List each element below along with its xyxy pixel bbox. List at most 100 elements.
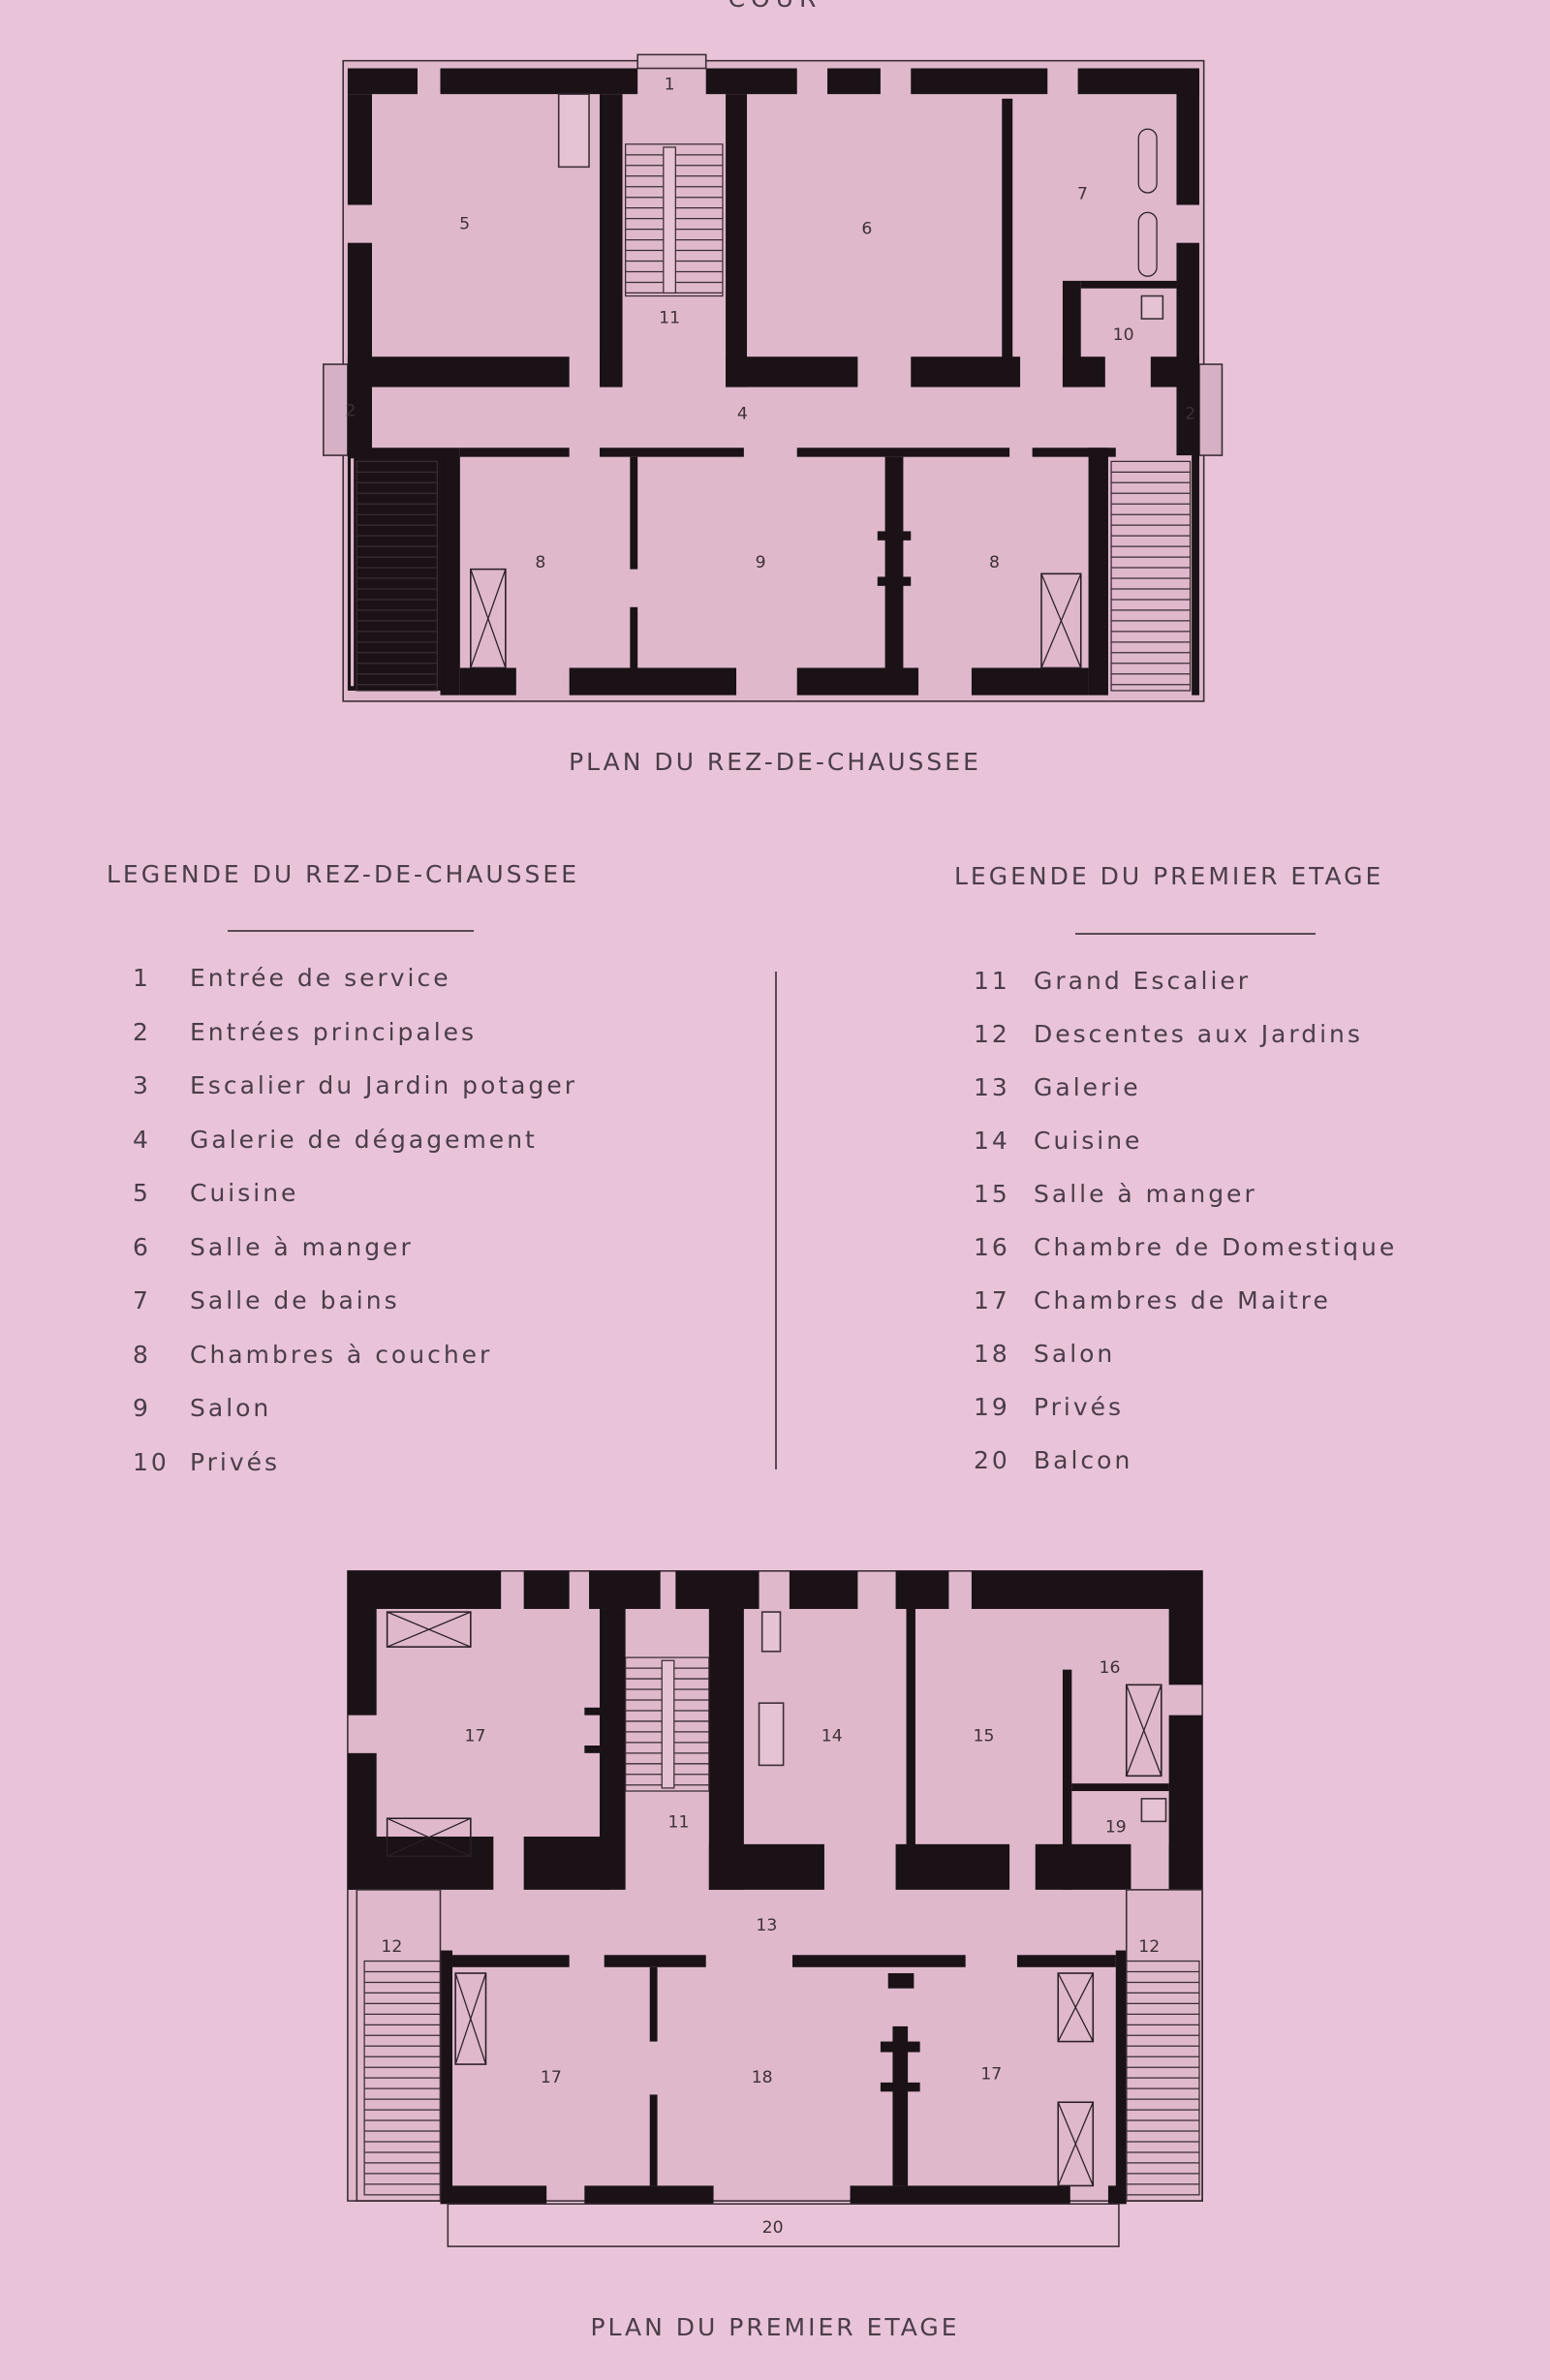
garden-stairs-left [356,460,438,692]
legend-label: Galerie de dégagement [190,1125,538,1154]
room-number: 6 [861,219,872,238]
entrance-right [1198,363,1224,456]
wall [459,448,570,457]
legend-number: 5 [133,1179,151,1207]
room-number: 2 [1185,404,1195,423]
wall [911,356,1021,387]
wall [1062,356,1105,387]
legend-label: Escalier du Jardin potager [190,1071,577,1099]
wall [675,1570,760,1609]
wall [440,448,460,695]
legend-number: 15 [974,1180,1010,1208]
room-number: 8 [535,553,545,572]
balcony [447,2203,1120,2247]
legend-label: Entrée de service [190,964,451,992]
legend-label: Salle à manger [1034,1180,1257,1208]
room-number: 12 [381,1937,402,1957]
legend-divider [775,972,777,1469]
wall [877,576,912,586]
wall [892,2025,909,2186]
legend-number: 8 [133,1340,151,1369]
legend-number: 17 [974,1286,1010,1314]
wall [1115,1950,1127,2205]
room-number: 17 [980,2065,1002,2085]
wall [584,1707,601,1715]
wall [630,606,638,676]
room-number: 20 [762,2218,784,2238]
room-number: 1 [665,75,675,94]
toilet [1140,1798,1167,1823]
wall [523,1837,610,1890]
ground-floor-caption: PLAN DU REZ-DE-CHAUSSEE [569,748,981,776]
legend-number: 1 [133,964,151,992]
wall [600,94,623,387]
wall [569,667,737,695]
wardrobe-box [1040,572,1082,669]
legend-first-title: LEGENDE DU PREMIER ETAGE [954,862,1384,890]
room-number: 10 [1113,325,1134,345]
room-number: 14 [822,1726,843,1746]
wall [796,667,919,695]
legend-label: Privés [1034,1393,1125,1421]
garden-stairs-right [1110,460,1192,692]
wall [884,456,904,676]
legend-label: Cuisine [190,1179,299,1207]
entrance-left [323,363,349,456]
wall [906,1608,915,1852]
room-number: 15 [973,1726,994,1746]
wardrobe-box [1057,1972,1095,2043]
wall [1192,448,1199,695]
legend-number: 3 [133,1071,151,1099]
wall [347,1570,502,1609]
wall [1176,68,1199,205]
legend-ground-title: LEGENDE DU REZ-DE-CHAUSSEE [107,860,580,888]
room-number: 2 [346,401,356,420]
stair-well [661,1659,675,1789]
wall [1002,98,1013,365]
wall [452,1955,570,1967]
sink [760,1611,782,1653]
wall [792,1955,966,1967]
wall [708,1843,824,1890]
legend-label: Grand Escalier [1034,967,1252,995]
wall [726,356,858,387]
wall [347,1837,494,1890]
legend-number: 13 [974,1073,1010,1101]
wardrobe-box [454,1972,487,2065]
wall [1168,1843,1203,1890]
wall [708,1608,744,1890]
legend-label: Salon [190,1394,272,1422]
wall [347,68,418,95]
wall [971,1570,1203,1609]
wall [440,68,638,95]
legend-ground-rule [228,930,474,932]
room-number: 7 [1077,184,1088,203]
wardrobe-cross [387,1611,472,1648]
main-staircase [625,143,724,297]
first-floor-plan [347,1570,1203,2247]
wall [1088,448,1108,695]
legend-number: 7 [133,1286,151,1314]
wall [1168,1570,1203,1685]
wall [796,448,1010,457]
first-floor-caption: PLAN DU PREMIER ETAGE [590,2313,960,2341]
stair-well [663,146,676,294]
wall [347,242,372,456]
wall [880,2082,920,2092]
wall [600,448,744,457]
legend-label: Galerie [1034,1073,1141,1101]
wall [850,2185,1070,2205]
wall [347,356,570,387]
legend-number: 6 [133,1232,151,1261]
legend-first-rule [1075,933,1316,935]
wall [649,2094,658,2186]
wall [347,94,372,205]
wall [1107,2185,1127,2205]
wall [1032,448,1116,457]
wall [440,2185,547,2205]
wardrobe-box [470,568,507,669]
toilet [1140,294,1164,320]
legend-label: Salle à manger [190,1232,414,1261]
room-number: 11 [668,1813,690,1833]
